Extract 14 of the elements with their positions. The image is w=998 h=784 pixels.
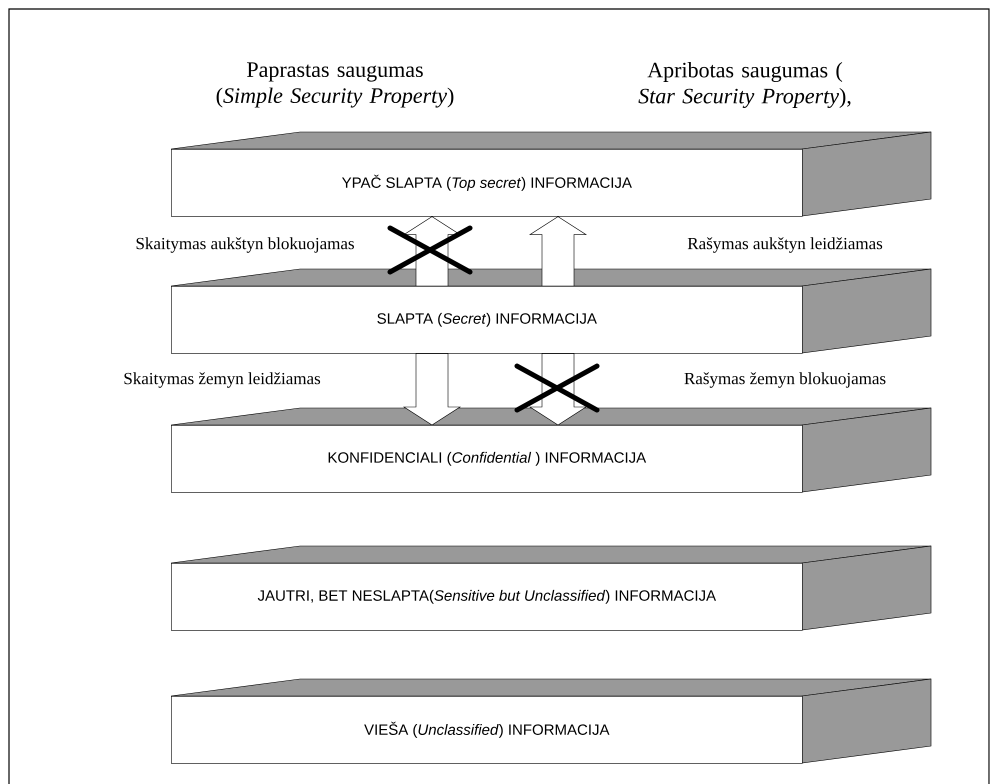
rule-label: Rašymas žemyn blokuojamas — [684, 372, 886, 388]
column-heading: Apribotas saugumas ( Star Security Property), — [638, 62, 850, 108]
slab-box: YPAČ SLAPTA (Top secret) INFORMACIJA — [170, 132, 932, 217]
slab-box: SLAPTA (Secret) INFORMACIJA — [170, 268, 932, 354]
rule-label: Skaitymas žemyn leidžiamas — [124, 372, 320, 388]
rule-label: Skaitymas aukštyn blokuojamas — [136, 237, 354, 253]
block-arrow — [528, 353, 588, 426]
column-heading: Paprastas saugumas (Simple Security Property) — [216, 62, 454, 108]
block-arrow — [402, 353, 462, 426]
slab-box: JAUTRI, BET NESLAPTA(Sensitive but Unclassified) INFORMACIJA — [170, 546, 932, 631]
block-arrow — [528, 216, 588, 286]
rule-label: Rašymas aukštyn leidžiamas — [688, 237, 882, 253]
slab-box: KONFIDENCIALI (Confidential ) INFORMACIJA — [170, 408, 932, 493]
slab-box: VIEŠA (Unclassified) INFORMACIJA — [170, 678, 932, 764]
